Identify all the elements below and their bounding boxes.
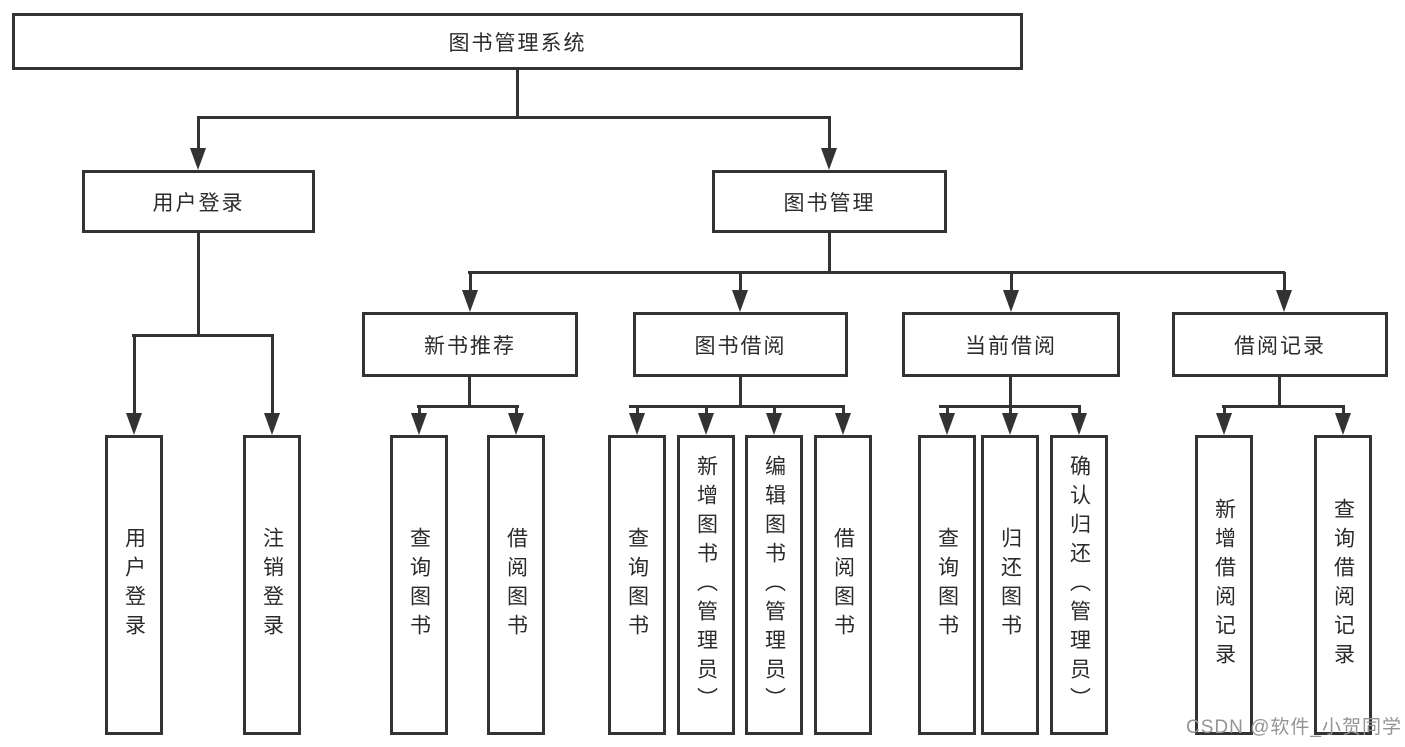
- node-new-book-recommend: 新书推荐: [362, 312, 578, 377]
- leaf-add-borrow-record: 新增借阅记录: [1195, 435, 1253, 735]
- arrow-to-book-management: [821, 117, 837, 170]
- edge-root-stem: [516, 70, 519, 118]
- leaf-borrow-books-borrowing: 借阅图书: [814, 435, 872, 735]
- arrow-to-leaf-borrow-books-1: [508, 407, 524, 435]
- leaf-query-books-current: 查询图书: [918, 435, 976, 735]
- node-user-login: 用户登录: [82, 170, 315, 233]
- edge-user-login-stem: [197, 233, 200, 336]
- edge-book-management-stem: [828, 233, 831, 273]
- leaf-logout: 注销登录: [243, 435, 301, 735]
- arrow-to-leaf-add-record: [1216, 407, 1232, 435]
- arrow-to-leaf-return-books: [1002, 407, 1018, 435]
- leaf-confirm-return-admin: 确认归还（管理员）: [1050, 435, 1108, 735]
- arrow-to-leaf-user-login: [126, 335, 142, 435]
- edge-book-borrowing-branch: [629, 405, 845, 408]
- node-borrow-records: 借阅记录: [1172, 312, 1388, 377]
- arrow-to-book-borrowing: [732, 272, 748, 312]
- arrow-to-leaf-query-books-2: [629, 407, 645, 435]
- edge-user-login-branch: [132, 334, 274, 337]
- arrow-to-borrow-records: [1276, 272, 1292, 312]
- arrow-to-leaf-borrow-books-2: [835, 407, 851, 435]
- leaf-user-login: 用户登录: [105, 435, 163, 735]
- node-book-borrowing: 图书借阅: [633, 312, 848, 377]
- leaf-query-borrow-record: 查询借阅记录: [1314, 435, 1372, 735]
- leaf-return-books: 归还图书: [981, 435, 1039, 735]
- arrow-to-leaf-query-record: [1335, 407, 1351, 435]
- edge-borrow-records-branch: [1222, 405, 1345, 408]
- arrow-to-new-book-recommend: [462, 272, 478, 312]
- leaf-borrow-books-recommend: 借阅图书: [487, 435, 545, 735]
- arrow-to-user-login: [190, 117, 206, 170]
- edge-level3-branch: [468, 271, 1285, 274]
- leaf-edit-books-admin: 编辑图书（管理员）: [745, 435, 803, 735]
- edge-current-borrowing-branch: [939, 405, 1081, 408]
- node-current-borrowing: 当前借阅: [902, 312, 1120, 377]
- node-book-management: 图书管理: [712, 170, 947, 233]
- edge-book-borrowing-stem: [739, 377, 742, 407]
- leaf-add-books-admin: 新增图书（管理员）: [677, 435, 735, 735]
- arrow-to-leaf-query-books-3: [939, 407, 955, 435]
- arrow-to-leaf-add-books: [698, 407, 714, 435]
- node-library-system: 图书管理系统: [12, 13, 1023, 70]
- arrow-to-current-borrowing: [1003, 272, 1019, 312]
- edge-level2-branch: [197, 116, 831, 119]
- edge-new-book-recommend-stem: [468, 377, 471, 407]
- arrow-to-leaf-query-books-1: [411, 407, 427, 435]
- leaf-query-books-recommend: 查询图书: [390, 435, 448, 735]
- arrow-to-leaf-edit-books: [766, 407, 782, 435]
- leaf-query-books-borrowing: 查询图书: [608, 435, 666, 735]
- edge-current-borrowing-stem: [1009, 377, 1012, 407]
- edge-borrow-records-stem: [1278, 377, 1281, 407]
- arrow-to-leaf-confirm-return: [1071, 407, 1087, 435]
- edge-new-book-recommend-branch: [417, 405, 519, 408]
- csdn-watermark: CSDN @软件_小贺同学: [1186, 717, 1402, 738]
- arrow-to-leaf-logout: [264, 335, 280, 435]
